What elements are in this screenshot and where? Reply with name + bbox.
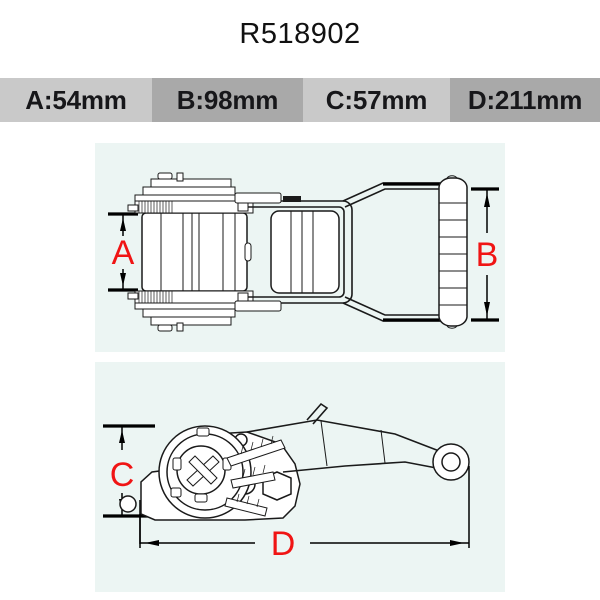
callout-letter-a: A	[112, 234, 135, 272]
callout-a: A	[108, 212, 138, 292]
callout-d: D	[139, 466, 470, 563]
callout-b: B	[471, 187, 499, 322]
top-view-drawing: A	[108, 172, 499, 332]
side-view-panel: C	[95, 362, 505, 592]
ratchet-body-top	[127, 172, 254, 332]
dimension-segment-a: A:54mm	[0, 78, 152, 122]
dimension-segment-b: B:98mm	[152, 78, 303, 122]
handle-grip-top	[438, 175, 468, 329]
callout-letter-b: B	[476, 236, 499, 274]
top-view-panel: A	[95, 143, 505, 352]
callout-letter-c: C	[110, 456, 135, 494]
ratchet-drum-side	[158, 425, 252, 519]
side-view-drawing: C	[103, 402, 470, 563]
pawl-teeth-side	[224, 435, 286, 517]
handle-arms-top	[342, 182, 445, 322]
callout-letter-d: D	[271, 525, 296, 563]
dimension-segment-d: D:211mm	[450, 78, 600, 122]
frame-rails-top	[234, 192, 309, 312]
page-title: R518902	[239, 18, 361, 50]
dimension-segment-c: C:57mm	[303, 78, 450, 122]
dimension-legend-bar: A:54mm B:98mm C:57mm D:211mm	[0, 78, 600, 122]
callout-c: C	[103, 424, 155, 544]
handle-yoke-top	[270, 200, 353, 304]
handle-arm-side	[246, 402, 470, 481]
